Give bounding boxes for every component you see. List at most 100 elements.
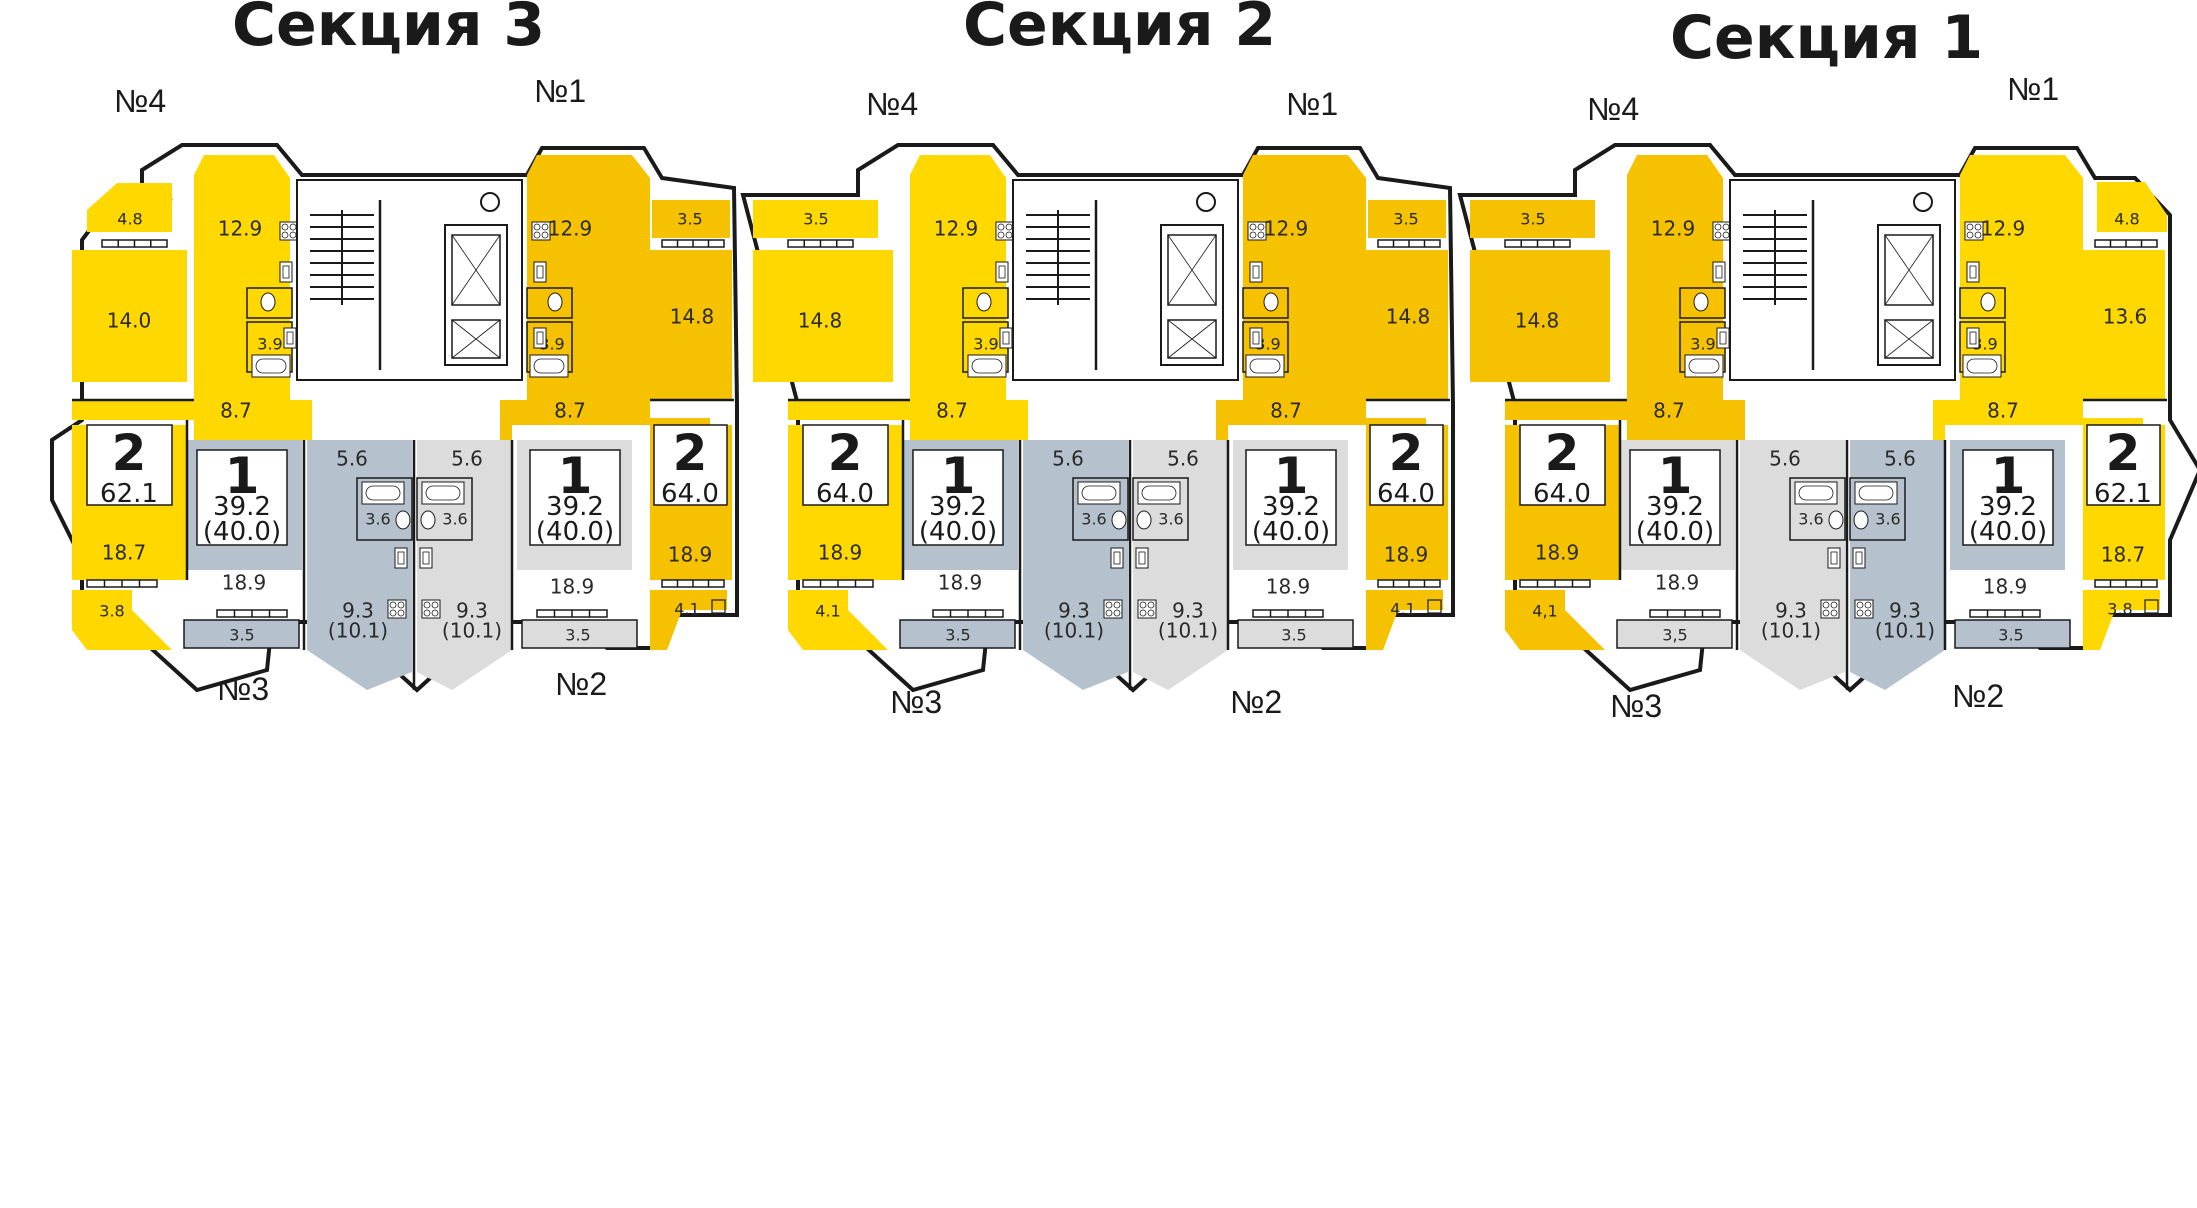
badge-bottom-right-rooms: 1 bbox=[1274, 447, 1309, 505]
sink-basin bbox=[1969, 265, 1977, 279]
burner bbox=[533, 231, 541, 239]
apartment-number-3: №3 bbox=[1610, 688, 1662, 724]
bathtub-icon bbox=[361, 481, 405, 505]
sink-icon bbox=[1716, 327, 1730, 349]
burner bbox=[1113, 601, 1121, 609]
sink-basin bbox=[1252, 331, 1260, 345]
stove-icon bbox=[1854, 599, 1874, 619]
burner bbox=[1714, 231, 1722, 239]
sink-icon bbox=[1966, 261, 1980, 283]
apartment-badge-bottom-left bbox=[1629, 449, 1721, 546]
badge-bottom-left-rooms: 1 bbox=[1658, 447, 1693, 505]
apartment-number-2: №2 bbox=[555, 666, 607, 702]
bedroom-left-area: 14.8 bbox=[1515, 309, 1560, 333]
living-left-area: 18.9 bbox=[1535, 541, 1580, 565]
bedroom-left bbox=[72, 250, 187, 382]
kitchen-bottom-right-area: 9.3 bbox=[1889, 599, 1921, 623]
sink-basin bbox=[1855, 551, 1863, 565]
apartment-badge-bottom-right bbox=[1962, 449, 2054, 546]
bath-bottom-left-area: 3.6 bbox=[365, 510, 390, 529]
sink-icon bbox=[1249, 327, 1263, 349]
toilet-icon bbox=[1828, 510, 1844, 530]
balcony-top-right-area: 4.8 bbox=[2114, 210, 2139, 229]
balcony-bottom-mid-right bbox=[1954, 619, 2071, 649]
badge-right-rooms: 2 bbox=[2106, 424, 2141, 482]
sink-basin bbox=[422, 551, 430, 565]
bathtub-basin bbox=[1966, 358, 1998, 374]
kitchen-bottom-left-area-alt: (10.1) bbox=[1761, 619, 1821, 643]
storage-icon bbox=[1427, 599, 1442, 614]
sink-icon bbox=[279, 261, 293, 283]
room-bottom-right-area: 18.9 bbox=[1983, 575, 2028, 599]
bedroom-left-area: 14.8 bbox=[798, 309, 843, 333]
room-bottom-right-area: 18.9 bbox=[550, 575, 595, 599]
toilet-icon bbox=[1136, 510, 1152, 530]
stove-icon bbox=[531, 221, 551, 241]
badge-bottom-right-area: 39.2 bbox=[1262, 492, 1320, 522]
bedroom-right-area: 14.8 bbox=[1386, 305, 1431, 329]
toilet-icon bbox=[547, 292, 563, 312]
apartment-number-2: №2 bbox=[1230, 684, 1282, 720]
bedroom-right bbox=[1366, 250, 1448, 400]
section-title: Секция 3 bbox=[232, 0, 545, 60]
balcony-top-right bbox=[1368, 200, 1446, 238]
balcony-bottom-mid-left-area: 3.5 bbox=[945, 626, 970, 645]
apartment-badge-bottom-left bbox=[196, 449, 288, 546]
lift-cross-1 bbox=[1167, 234, 1217, 306]
badge-left-area: 62.1 bbox=[100, 479, 158, 509]
burner bbox=[1714, 223, 1722, 231]
hall-bottom-left-area: 5.6 bbox=[1769, 447, 1801, 471]
stove-icon bbox=[1820, 599, 1840, 619]
sink-icon bbox=[1852, 547, 1866, 569]
bathtub-basin bbox=[1858, 485, 1894, 501]
balcony-bottom-left-area: 3.8 bbox=[99, 602, 124, 621]
balcony-bottom-left bbox=[72, 590, 172, 650]
hall-bottom-left-area: 5.6 bbox=[1052, 447, 1084, 471]
bathtub-icon bbox=[421, 481, 465, 505]
section-title: Секция 1 bbox=[1670, 3, 1983, 73]
storage-icon bbox=[2144, 599, 2159, 614]
badge-bottom-right-area-alt: (40.0) bbox=[1252, 517, 1330, 547]
badge-bottom-left-rooms: 1 bbox=[941, 447, 976, 505]
lift-cross-1 bbox=[451, 234, 501, 306]
burner bbox=[389, 609, 397, 617]
badge-right-area: 64.0 bbox=[661, 479, 719, 509]
badge-bottom-left-area: 39.2 bbox=[1646, 492, 1704, 522]
bath-left-area: 3.9 bbox=[1690, 335, 1715, 354]
lift-cross-2 bbox=[1884, 319, 1934, 359]
bathtub-basin bbox=[1141, 485, 1177, 501]
burner bbox=[1966, 231, 1974, 239]
apartment-badge-right bbox=[653, 424, 728, 506]
burner bbox=[1974, 231, 1982, 239]
living-right-area: 18.9 bbox=[668, 543, 713, 567]
balcony-top-right-area: 3.5 bbox=[1393, 210, 1418, 229]
bathtub-basin bbox=[255, 358, 287, 374]
apartment-badge-left bbox=[86, 424, 173, 506]
hall-right-area: 8.7 bbox=[1987, 399, 2019, 423]
apartment-number-4: №4 bbox=[114, 83, 166, 119]
balcony-top-left-area: 3.5 bbox=[1520, 210, 1545, 229]
hall-bottom-right-area: 5.6 bbox=[1884, 447, 1916, 471]
apartment-badge-right bbox=[2086, 424, 2161, 506]
burner bbox=[1139, 601, 1147, 609]
balcony-bottom-mid-left bbox=[899, 619, 1016, 649]
badge-bottom-left-area: 39.2 bbox=[213, 492, 271, 522]
badge-bottom-right-area: 39.2 bbox=[1979, 492, 2037, 522]
balcony-bottom-right bbox=[2083, 590, 2160, 650]
room-bottom-right-area: 18.9 bbox=[1266, 575, 1311, 599]
burner bbox=[1974, 223, 1982, 231]
badge-left-rooms: 2 bbox=[1545, 424, 1580, 482]
bathtub-basin bbox=[425, 485, 461, 501]
apartment-badge-bottom-right bbox=[1245, 449, 1337, 546]
burner bbox=[1257, 231, 1265, 239]
bathtub-icon bbox=[1684, 354, 1724, 378]
sink-icon bbox=[533, 327, 547, 349]
toilet-icon bbox=[976, 292, 992, 312]
badge-right-area: 62.1 bbox=[2094, 479, 2152, 509]
burner bbox=[397, 601, 405, 609]
balcony-bottom-mid-left bbox=[183, 619, 300, 649]
bedroom-right-area: 14.8 bbox=[670, 305, 715, 329]
apartment-badge-left bbox=[1519, 424, 1606, 506]
bedroom-left bbox=[1470, 250, 1610, 382]
